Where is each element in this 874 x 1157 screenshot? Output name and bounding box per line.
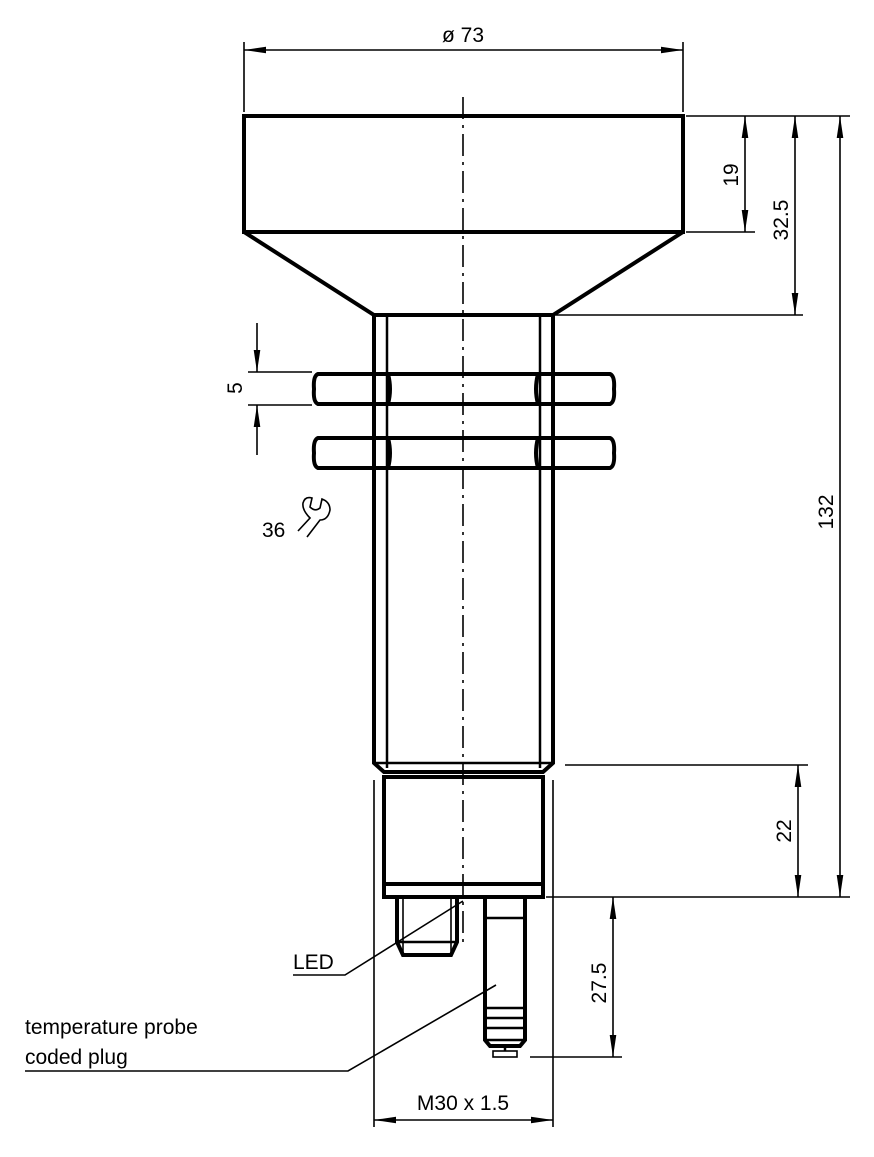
mounting-nut-upper (311, 372, 617, 406)
led-label: LED (293, 951, 334, 974)
housing-length-label: 22 (773, 819, 796, 842)
wrench-size-label: 36 (262, 519, 285, 542)
thread-label: M30 x 1.5 (417, 1092, 509, 1115)
probe-callout: temperature probe coded plug (25, 984, 497, 1072)
led-plug (395, 897, 459, 957)
dim-head-height: 32.5 (770, 116, 799, 315)
nut-thickness-label: 5 (224, 382, 247, 394)
dim-probe-length: 27.5 (588, 897, 617, 1057)
probe-length-label: 27.5 (588, 963, 611, 1004)
threaded-tube (372, 315, 555, 774)
dim-total-length: 132 (815, 116, 844, 897)
dim-cap-height: 19 (720, 116, 749, 232)
total-length-label: 132 (815, 494, 838, 529)
dim-housing-length: 22 (773, 765, 802, 897)
led-callout: LED (293, 900, 464, 976)
head-height-label: 32.5 (770, 200, 793, 241)
dim-thread: M30 x 1.5 (373, 780, 554, 1127)
dim-nut-thickness: 5 (224, 323, 312, 455)
dim-diameter: ø 73 (243, 24, 684, 112)
temperature-probe-plug (483, 897, 527, 1058)
probe-label-line1: temperature probe (25, 1016, 198, 1039)
wrench-size: 36 (262, 496, 331, 542)
wrench-icon (297, 496, 331, 538)
mounting-nut-lower (311, 436, 617, 470)
extension-lines (530, 115, 850, 1058)
diameter-label: ø 73 (442, 24, 484, 47)
probe-label-line2: coded plug (25, 1046, 128, 1069)
cap-height-label: 19 (720, 163, 743, 186)
